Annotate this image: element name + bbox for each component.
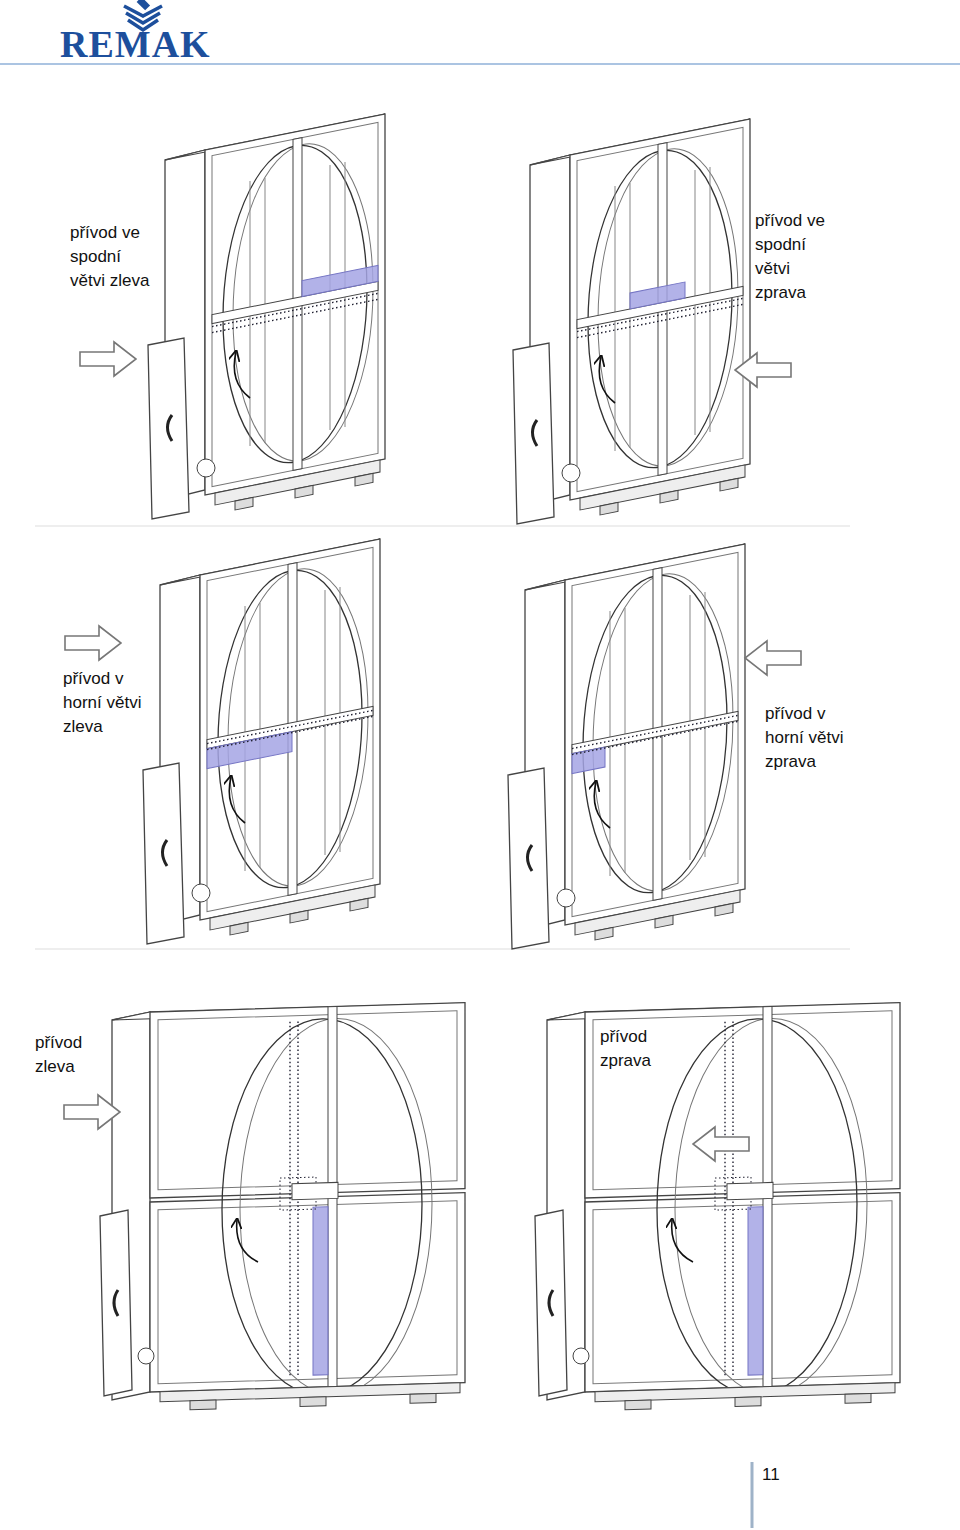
flow-label: přívod v horní větvi zleva	[61, 667, 149, 739]
door-panel	[100, 1210, 132, 1396]
inlet-arrow	[745, 641, 801, 675]
door-panel	[535, 1210, 567, 1396]
flow-label: přívod ve spodní větvi zleva	[68, 221, 156, 293]
logo-text: REMAK	[58, 24, 242, 64]
front-frame	[150, 1003, 465, 1411]
motor	[573, 1348, 589, 1364]
separator	[35, 525, 850, 527]
flow-label: přívod ve spodní větvi zprava	[753, 209, 841, 305]
motor	[557, 889, 575, 907]
rotation-arrow	[234, 352, 250, 398]
heat-exchanger-unit	[80, 114, 385, 519]
inlet-arrow	[735, 353, 791, 387]
handle	[549, 1290, 553, 1316]
inlet-arrow	[64, 1095, 120, 1129]
handle	[114, 1290, 118, 1316]
motor	[138, 1348, 154, 1364]
motor	[197, 459, 215, 477]
front-frame	[200, 539, 380, 941]
rotation-arrow	[599, 357, 615, 403]
rotation-arrow	[237, 1220, 258, 1262]
inlet-arrow	[65, 626, 121, 660]
inlet-arrow	[80, 342, 136, 376]
door-panel	[508, 768, 549, 949]
separator	[35, 948, 850, 950]
handle	[533, 420, 538, 446]
heat-exchanger-unit	[535, 1003, 900, 1411]
page-number: 11	[760, 1463, 804, 1487]
handle	[168, 415, 173, 441]
door-panel	[148, 338, 189, 519]
handle	[528, 845, 533, 871]
flow-label: přívod v horní větvi zprava	[763, 702, 851, 774]
rotation-arrow	[594, 782, 610, 828]
heat-exchanger-unit	[65, 539, 380, 944]
rotation-arrow	[229, 777, 245, 823]
front-frame	[565, 544, 745, 946]
inlet-arrow	[693, 1127, 749, 1161]
rotation-arrow	[672, 1220, 693, 1262]
page-bar	[751, 1462, 754, 1528]
front-frame	[205, 114, 385, 516]
front-frame	[570, 119, 750, 521]
handle	[163, 840, 168, 866]
door-panel	[143, 763, 184, 944]
flow-label: přívod zprava	[598, 1025, 664, 1073]
door-panel	[513, 343, 554, 524]
heat-exchanger-unit	[508, 544, 801, 949]
front-frame	[585, 1003, 900, 1411]
motor	[192, 884, 210, 902]
heat-exchanger-unit	[64, 1003, 465, 1411]
motor	[562, 464, 580, 482]
heat-exchanger-unit	[513, 119, 791, 524]
flow-label: přívod zleva	[33, 1031, 99, 1079]
